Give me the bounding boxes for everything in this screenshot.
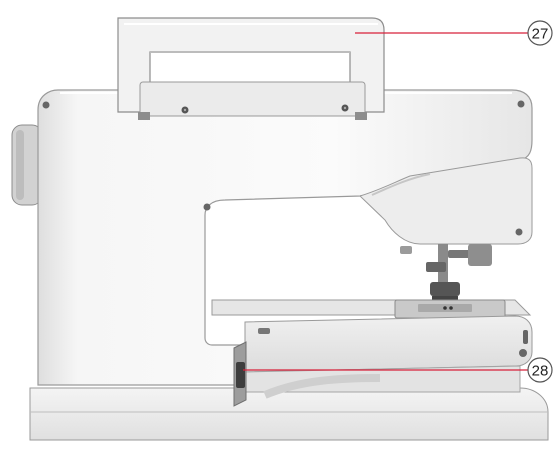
machine-base [29, 387, 549, 441]
callout-28-ring [527, 357, 553, 383]
needle-plate [211, 299, 532, 319]
sewing-head [42, 100, 533, 245]
free-arm-side-opening [233, 341, 247, 407]
screw-icon [519, 349, 527, 357]
free-arm [244, 315, 533, 399]
callout-27: 27 [355, 20, 553, 46]
handle [117, 17, 385, 120]
screw-icon [515, 228, 523, 236]
callout-28: 28 [243, 357, 553, 383]
slot-icon [258, 328, 270, 334]
handwheel [11, 124, 43, 206]
screw-icon [42, 101, 50, 109]
needle-assembly [400, 244, 492, 302]
callout-27-ring [527, 20, 553, 46]
callout-28-number: 28 [532, 363, 549, 380]
screw-icon [203, 203, 211, 211]
screw-icon [517, 100, 525, 108]
callout-27-number: 27 [532, 26, 549, 43]
